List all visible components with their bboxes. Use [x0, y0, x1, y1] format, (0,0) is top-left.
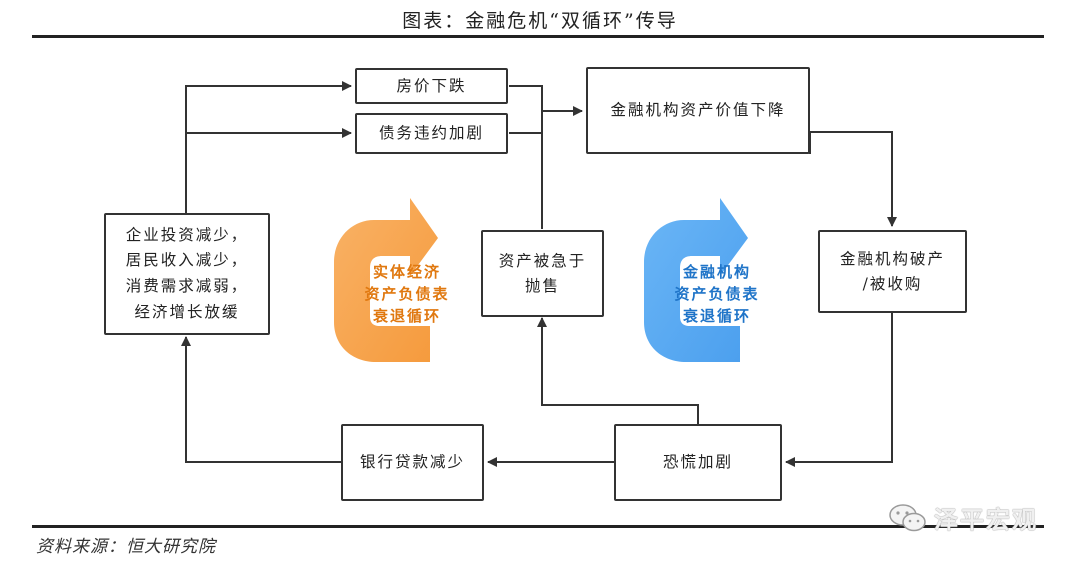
arrow-debt-default-to-asset-value: [509, 111, 543, 134]
node-corporate-label: 企业投资减少， 居民收入减少， 消费需求减弱， 经济增长放缓: [125, 225, 249, 321]
wechat-icon: [889, 503, 926, 531]
arrow-bankruptcy-to-panic: [785, 313, 893, 467]
node-bank-loans-label: 银行贷款减少: [359, 453, 465, 472]
watermark-text: 泽平宏观: [934, 506, 1038, 534]
node-asset-value-label: 金融机构资产价值下降: [610, 101, 786, 120]
arrow-bank-loans-to-corporate: [181, 336, 341, 463]
node-bankruptcy-label: 金融机构破产 /被收购: [839, 250, 945, 293]
arrow-house-price-to-asset-value: [509, 85, 583, 116]
node-house-price: 房价下跌: [355, 68, 508, 104]
source-note: 资料来源：恒大研究院: [36, 537, 216, 557]
real-economy-cycle-label: 实体经济 资产负债表 衰退循环: [364, 263, 450, 325]
node-bankruptcy: 金融机构破产 /被收购: [818, 230, 967, 313]
node-debt-default-label: 债务违约加剧: [378, 124, 484, 143]
arrow-asset-value-to-bankruptcy: [809, 131, 897, 227]
node-house-price-label: 房价下跌: [396, 76, 467, 95]
node-bank-loans: 银行贷款减少: [341, 424, 484, 501]
bottom-divider: [32, 525, 1044, 528]
node-corporate: 企业投资减少， 居民收入减少， 消费需求减弱， 经济增长放缓: [104, 213, 270, 335]
node-debt-default: 债务违约加剧: [355, 113, 508, 154]
page-title: 图表：金融危机“双循环”传导: [402, 10, 678, 32]
node-panic-label: 恐慌加剧: [662, 453, 733, 472]
watermark: 泽平宏观: [888, 500, 1038, 535]
financial-cycle-label: 金融机构 资产负债表 衰退循环: [674, 263, 760, 325]
node-panic: 恐慌加剧: [614, 424, 782, 501]
node-fire-sale-label: 资产被急于 抛售: [498, 252, 587, 295]
node-fire-sale: 资产被急于 抛售: [481, 230, 604, 317]
arrow-panic-to-fire-sale: [537, 317, 699, 424]
top-divider: [32, 35, 1044, 38]
financial-cycle-arrow: [644, 198, 748, 362]
real-economy-cycle-arrow: [334, 198, 438, 362]
arrow-corporate-to-house-price: [185, 81, 352, 213]
node-asset-value: 金融机构资产价值下降: [586, 67, 810, 154]
